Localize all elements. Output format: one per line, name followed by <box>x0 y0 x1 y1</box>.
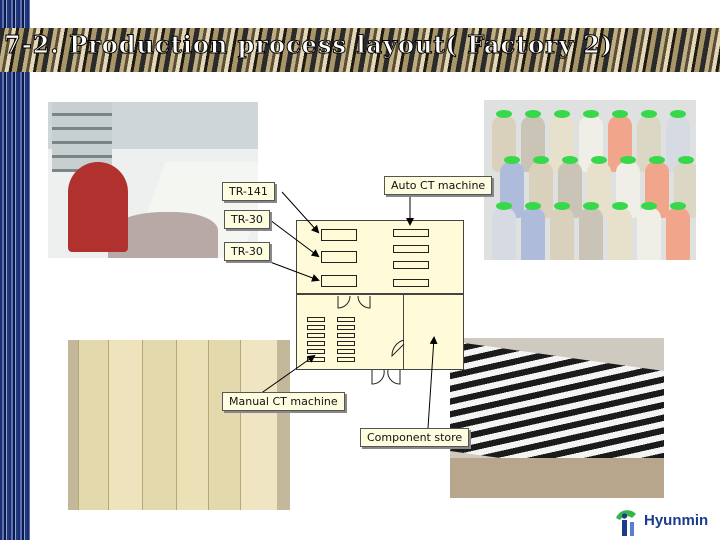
striped-fabric-photo <box>450 338 664 498</box>
machine-tr30-b <box>321 275 357 287</box>
floor-plan-component-store <box>404 294 464 370</box>
company-logo: Hyunmin <box>612 508 716 538</box>
left-decorative-strip <box>0 0 30 540</box>
label-tr30-a: TR-30 <box>224 210 270 229</box>
logo-mark-icon <box>612 508 640 538</box>
floor-plan-manual-room <box>296 294 404 370</box>
machine-tr30-a <box>321 251 357 263</box>
logo-text: Hyunmin <box>644 512 708 529</box>
auto-ct-machine-2 <box>393 245 429 253</box>
thread-cone <box>637 208 661 260</box>
thread-cone <box>521 208 545 260</box>
thread-cone <box>550 208 574 260</box>
label-manual-ct-machine: Manual CT machine <box>222 392 345 411</box>
label-component-store: Component store <box>360 428 469 447</box>
thread-cone <box>608 208 632 260</box>
label-tr30-b: TR-30 <box>224 242 270 261</box>
thread-cone <box>492 208 516 260</box>
machine-tr141 <box>321 229 357 241</box>
auto-ct-machine-4 <box>393 279 429 287</box>
label-auto-ct-machine: Auto CT machine <box>384 176 492 195</box>
floor-plan-upper-room <box>296 220 464 294</box>
thread-cones-photo <box>484 100 696 260</box>
auto-ct-machine-3 <box>393 261 429 269</box>
label-tr141: TR-141 <box>222 182 275 201</box>
slide-title: 7-2. Production process layout( Factory … <box>4 30 613 59</box>
thread-cone <box>666 208 690 260</box>
sewing-workshop-photo <box>48 102 258 258</box>
fabric-panels-photo <box>68 340 290 510</box>
thread-cone <box>579 208 603 260</box>
auto-ct-machine-1 <box>393 229 429 237</box>
